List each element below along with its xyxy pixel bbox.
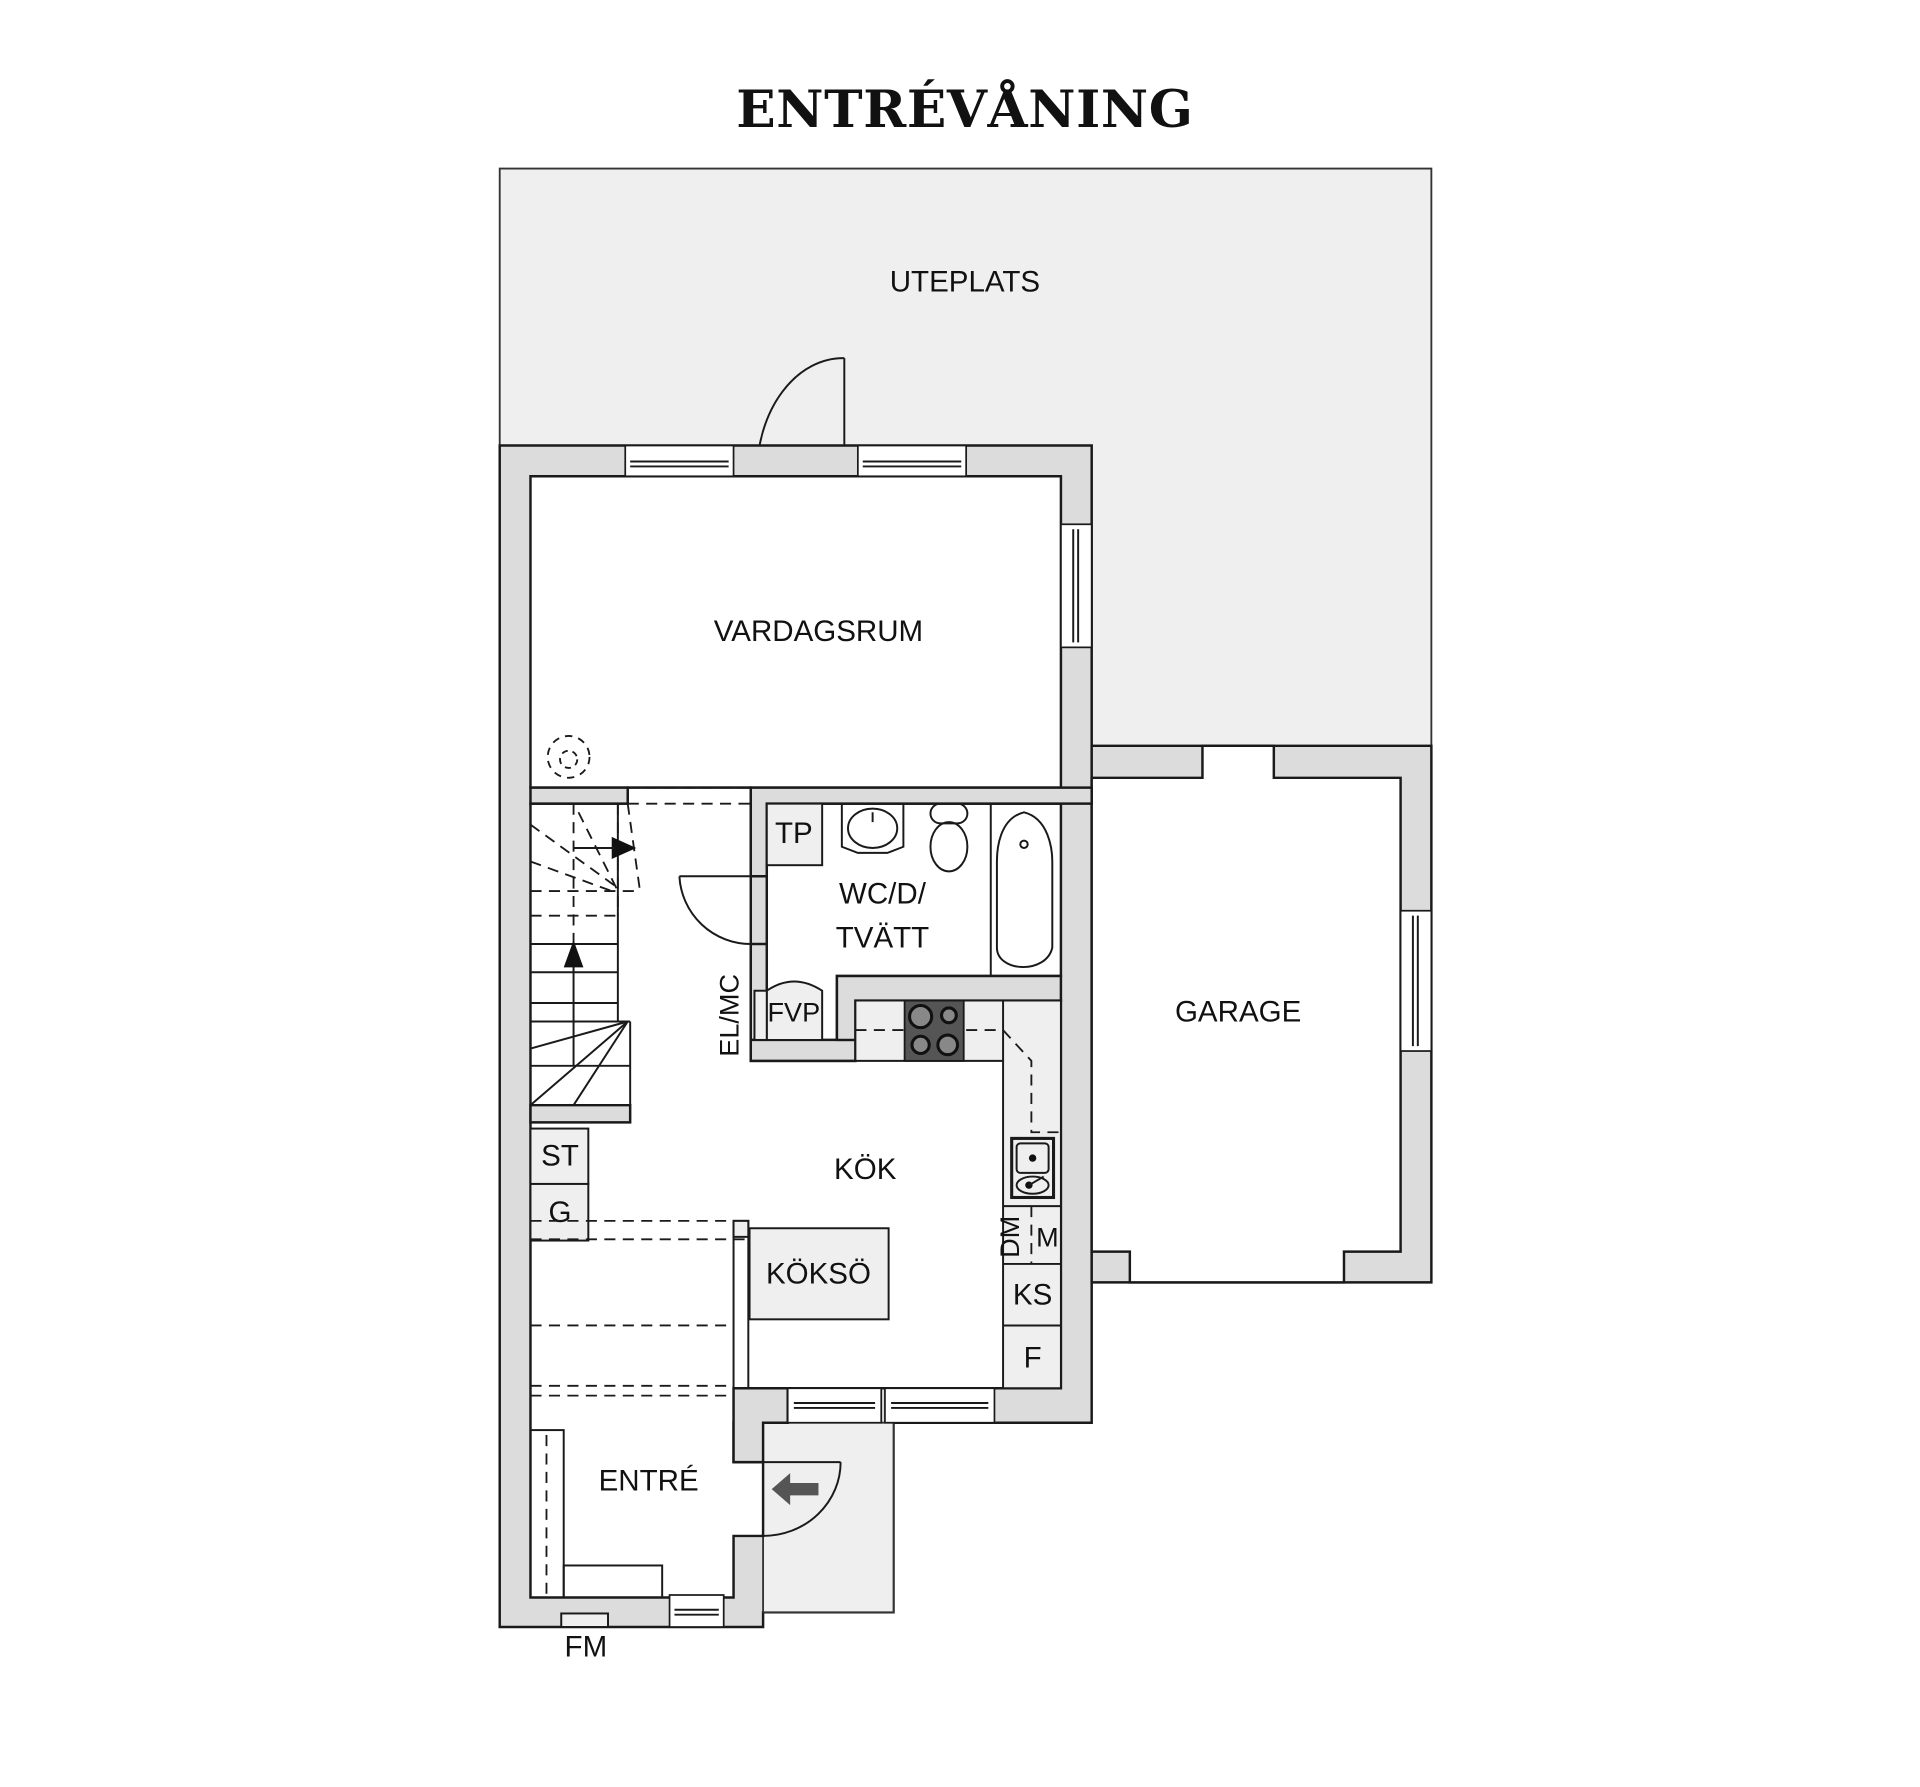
room-label-garage: GARAGE <box>1175 995 1301 1028</box>
dm-label: DM <box>994 1216 1025 1258</box>
interior-wall-stair-top <box>529 786 629 805</box>
room-label-vardagsrum: VARDAGSRUM <box>714 615 923 648</box>
fvp-label: FVP <box>768 996 821 1027</box>
staircase <box>529 786 751 1106</box>
window-vardagsrum-east <box>1060 523 1093 649</box>
window-entre-south <box>668 1594 725 1628</box>
window-kok-south-2 <box>884 1387 996 1424</box>
st-cabinet <box>529 1127 590 1185</box>
tp-cabinet <box>765 802 824 867</box>
kitchen-sink-icon <box>1010 1136 1056 1200</box>
el-mc-label: EL/MC <box>713 974 744 1057</box>
fm-vent <box>560 1612 609 1628</box>
g-cabinet <box>529 1182 590 1242</box>
f-label: F <box>1024 1341 1042 1374</box>
smoke-detector-icon <box>546 735 591 779</box>
ceiling-lines <box>530 1219 749 1397</box>
fm-label: FM <box>565 1631 608 1664</box>
window-kok-south-1 <box>786 1387 883 1424</box>
bathtub-icon <box>995 811 1054 968</box>
st-label: ST <box>541 1139 579 1172</box>
window-vardagsrum-right <box>856 444 968 478</box>
toilet-icon <box>929 802 969 873</box>
page-title: ENTRÉVÅNING <box>736 78 1193 140</box>
interior-wall-north <box>749 786 1093 878</box>
interior-wall-stair-bottom <box>529 1103 632 1124</box>
interior-wall-fvp <box>749 1038 857 1063</box>
room-label-wc-line2: TVÄTT <box>836 922 929 955</box>
koksö-label: KÖKSÖ <box>766 1258 871 1291</box>
window-vardagsrum-left <box>624 444 735 478</box>
kitchen-island <box>748 1227 890 1321</box>
entry-wardrobe <box>529 1429 565 1599</box>
ks-label: KS <box>1013 1279 1052 1312</box>
room-label-entre: ENTRÉ <box>599 1464 699 1497</box>
washbasin-icon <box>840 803 905 854</box>
el-mc-panel <box>753 989 768 1041</box>
fvp-unit <box>765 980 824 1041</box>
half-wall-post <box>732 1219 750 1238</box>
room-label-kok: KÖK <box>834 1153 897 1186</box>
entrance-arrow-icon <box>771 1473 819 1506</box>
m-label: M <box>1036 1222 1059 1253</box>
room-label-wc-line1: WC/D/ <box>839 877 927 910</box>
stair-up-arrow-icon <box>563 940 584 968</box>
entry-porch <box>762 1421 895 1614</box>
window-garage-east <box>1399 909 1433 1052</box>
g-label: G <box>549 1196 572 1229</box>
entry-door[interactable] <box>763 1461 842 1537</box>
stove-icon <box>903 999 965 1062</box>
entry-bench <box>562 1564 664 1599</box>
room-label-uteplats: UTEPLATS <box>890 266 1040 299</box>
tp-label: TP <box>775 817 813 850</box>
wc-door[interactable] <box>678 875 751 945</box>
stair-turn-arrow-icon <box>611 836 637 860</box>
